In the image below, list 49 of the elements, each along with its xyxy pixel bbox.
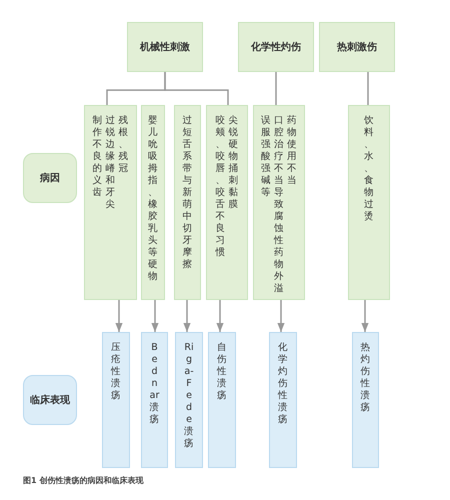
vertical-text: 过锐边缘嵴和牙尖 [106,115,116,211]
vertical-text: 口腔治疗不当导致腐蚀性药物外溢 [274,115,284,295]
cause-box [348,105,390,300]
vertical-text: 热灼伤性溃疡 [360,342,370,414]
cause-box [141,105,165,300]
vertical-text: 残根、残冠 [118,115,128,175]
cause-box [174,105,201,300]
connector-line [164,72,229,105]
ulcer-box [208,332,236,468]
cause-box [206,105,248,300]
connector-line [275,72,277,105]
category-box [319,22,395,72]
connector-line [367,72,369,105]
ulcer-box [175,332,203,468]
vertical-text: 婴儿吮吸拇指、橡胶乳头等硬物 [148,115,158,283]
row-label-box [23,153,77,203]
vertical-text: 制作不良的义齿 [92,115,103,199]
figure-caption: 图1 创伤性溃疡的病因和临床表现 [23,475,144,486]
arrow [277,300,285,332]
ulcer-box [141,332,168,468]
vertical-text: 自伤性溃疡 [217,342,227,402]
ulcer-box [352,332,379,468]
vertical-text: 咬颊、咬唇、咬舌不良习惯 [216,115,226,259]
ulcer-box [269,332,297,468]
box-label: 病因 [40,172,60,185]
box-label: 机械性刺激 [140,40,190,54]
arrow [216,300,224,332]
vertical-text: Bednar 溃疡 [150,342,160,426]
category-box [127,22,203,72]
vertical-text: Riga-Fede溃疡 [184,342,194,450]
arrow [151,300,159,332]
box-label: 化学性灼伤 [251,40,301,54]
arrow [361,300,369,332]
box-label: 临床表现 [30,393,70,407]
cause-box [253,105,305,300]
vertical-text: 化学灼伤性溃疡 [278,342,288,426]
vertical-text: 尖锐硬物捅刺黏膜 [228,115,238,211]
cause-box [84,105,137,300]
vertical-text: 过短舌系带与新萌中切牙摩擦 [182,115,192,271]
arrow [183,300,191,332]
vertical-text: 误服强酸强碱等 [261,115,272,199]
arrow [115,300,123,332]
vertical-text: 压疮性溃疡 [111,342,121,402]
vertical-text: 饮料、水、食物过烫 [364,115,374,223]
vertical-text: 药物使用不当 [286,115,297,187]
box-label: 热刺激伤 [337,40,377,54]
category-box [238,22,314,72]
row-label-box [23,375,77,425]
ulcer-box [102,332,130,468]
